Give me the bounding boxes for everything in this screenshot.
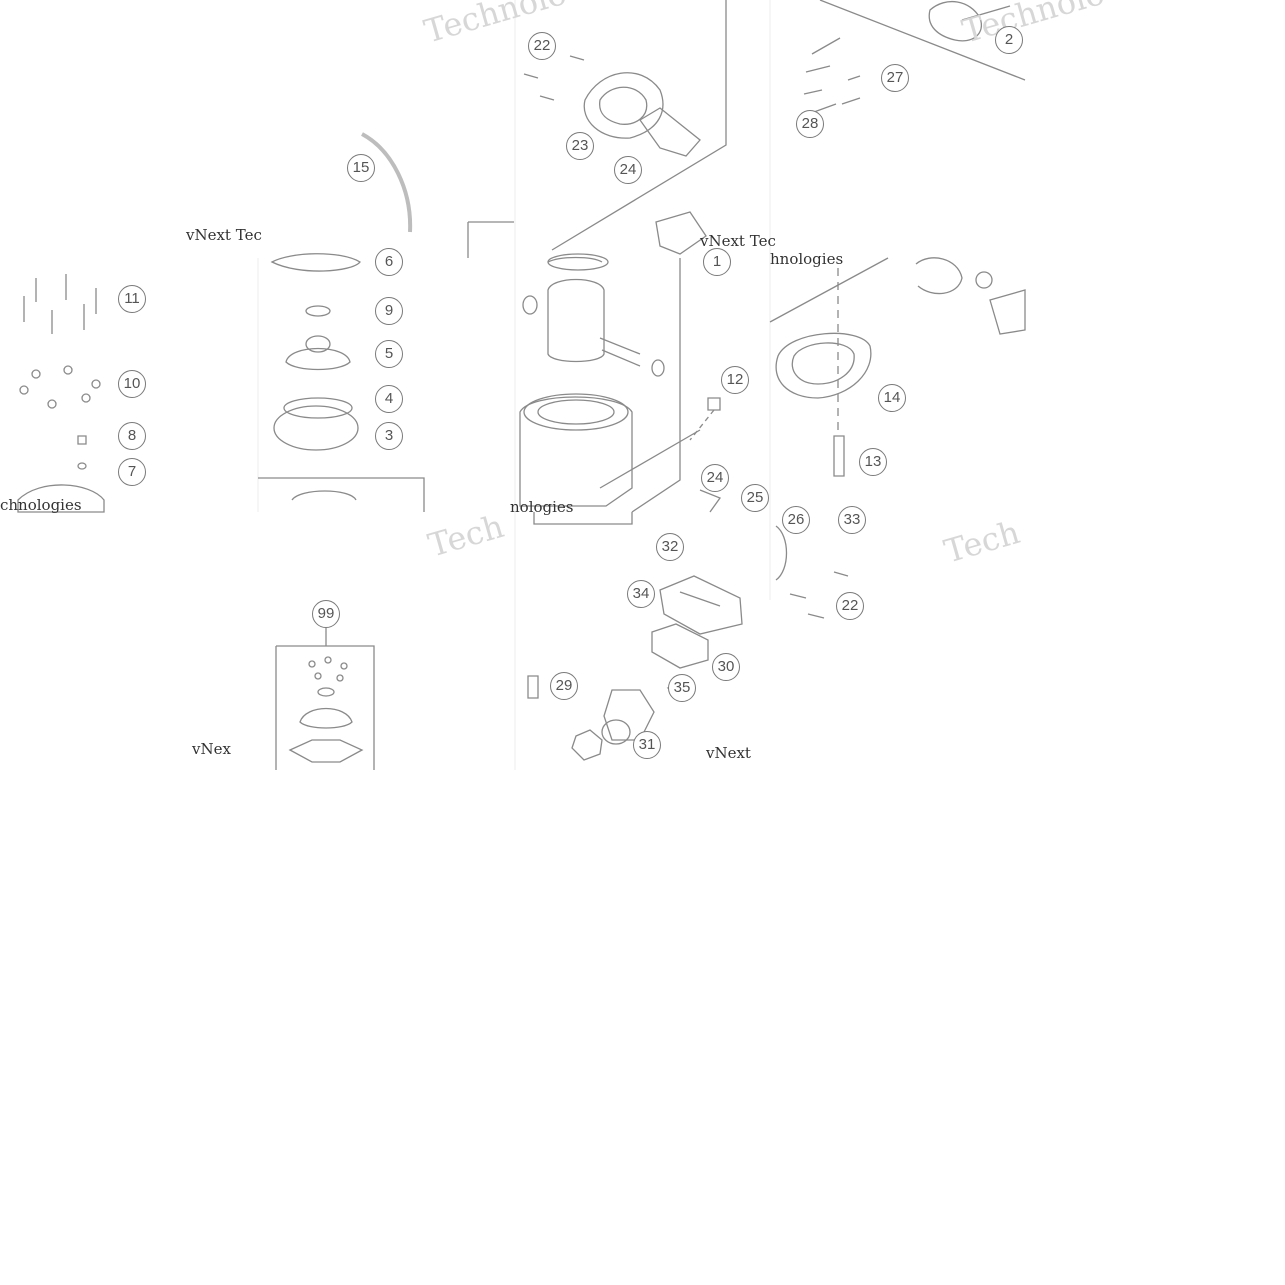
callout-33[interactable]: 33 bbox=[838, 506, 866, 534]
callout-27[interactable]: 27 bbox=[881, 64, 909, 92]
watermark-text: chnologies bbox=[0, 496, 82, 514]
callout-9[interactable]: 9 bbox=[375, 297, 403, 325]
callout-3[interactable]: 3 bbox=[375, 422, 403, 450]
watermark-text: vNex bbox=[192, 740, 231, 758]
callout-22[interactable]: 22 bbox=[836, 592, 864, 620]
callout-30[interactable]: 30 bbox=[712, 653, 740, 681]
callout-31[interactable]: 31 bbox=[633, 731, 661, 759]
callout-7[interactable]: 7 bbox=[118, 458, 146, 486]
watermark-text: vNext Tec bbox=[186, 226, 262, 244]
callout-1[interactable]: 1 bbox=[703, 248, 731, 276]
callout-24[interactable]: 24 bbox=[701, 464, 729, 492]
callout-14[interactable]: 14 bbox=[878, 384, 906, 412]
callout-29[interactable]: 29 bbox=[550, 672, 578, 700]
callout-10[interactable]: 10 bbox=[118, 370, 146, 398]
callout-13[interactable]: 13 bbox=[859, 448, 887, 476]
callout-99[interactable]: 99 bbox=[312, 600, 340, 628]
callout-2[interactable]: 2 bbox=[995, 26, 1023, 54]
callout-5[interactable]: 5 bbox=[375, 340, 403, 368]
watermark-text: nologies bbox=[510, 498, 574, 516]
callout-24[interactable]: 24 bbox=[614, 156, 642, 184]
callout-35[interactable]: 35 bbox=[668, 674, 696, 702]
callout-22[interactable]: 22 bbox=[528, 32, 556, 60]
callout-32[interactable]: 32 bbox=[656, 533, 684, 561]
callout-8[interactable]: 8 bbox=[118, 422, 146, 450]
callout-26[interactable]: 26 bbox=[782, 506, 810, 534]
callout-15[interactable]: 15 bbox=[347, 154, 375, 182]
callout-12[interactable]: 12 bbox=[721, 366, 749, 394]
callout-11[interactable]: 11 bbox=[118, 285, 146, 313]
callout-23[interactable]: 23 bbox=[566, 132, 594, 160]
callout-25[interactable]: 25 bbox=[741, 484, 769, 512]
watermark-text: vNext bbox=[706, 744, 751, 762]
watermark-text: hnologies bbox=[770, 250, 844, 268]
callout-28[interactable]: 28 bbox=[796, 110, 824, 138]
watermark-text: vNext Tec bbox=[700, 232, 776, 250]
callout-34[interactable]: 34 bbox=[627, 580, 655, 608]
callout-6[interactable]: 6 bbox=[375, 248, 403, 276]
callout-4[interactable]: 4 bbox=[375, 385, 403, 413]
